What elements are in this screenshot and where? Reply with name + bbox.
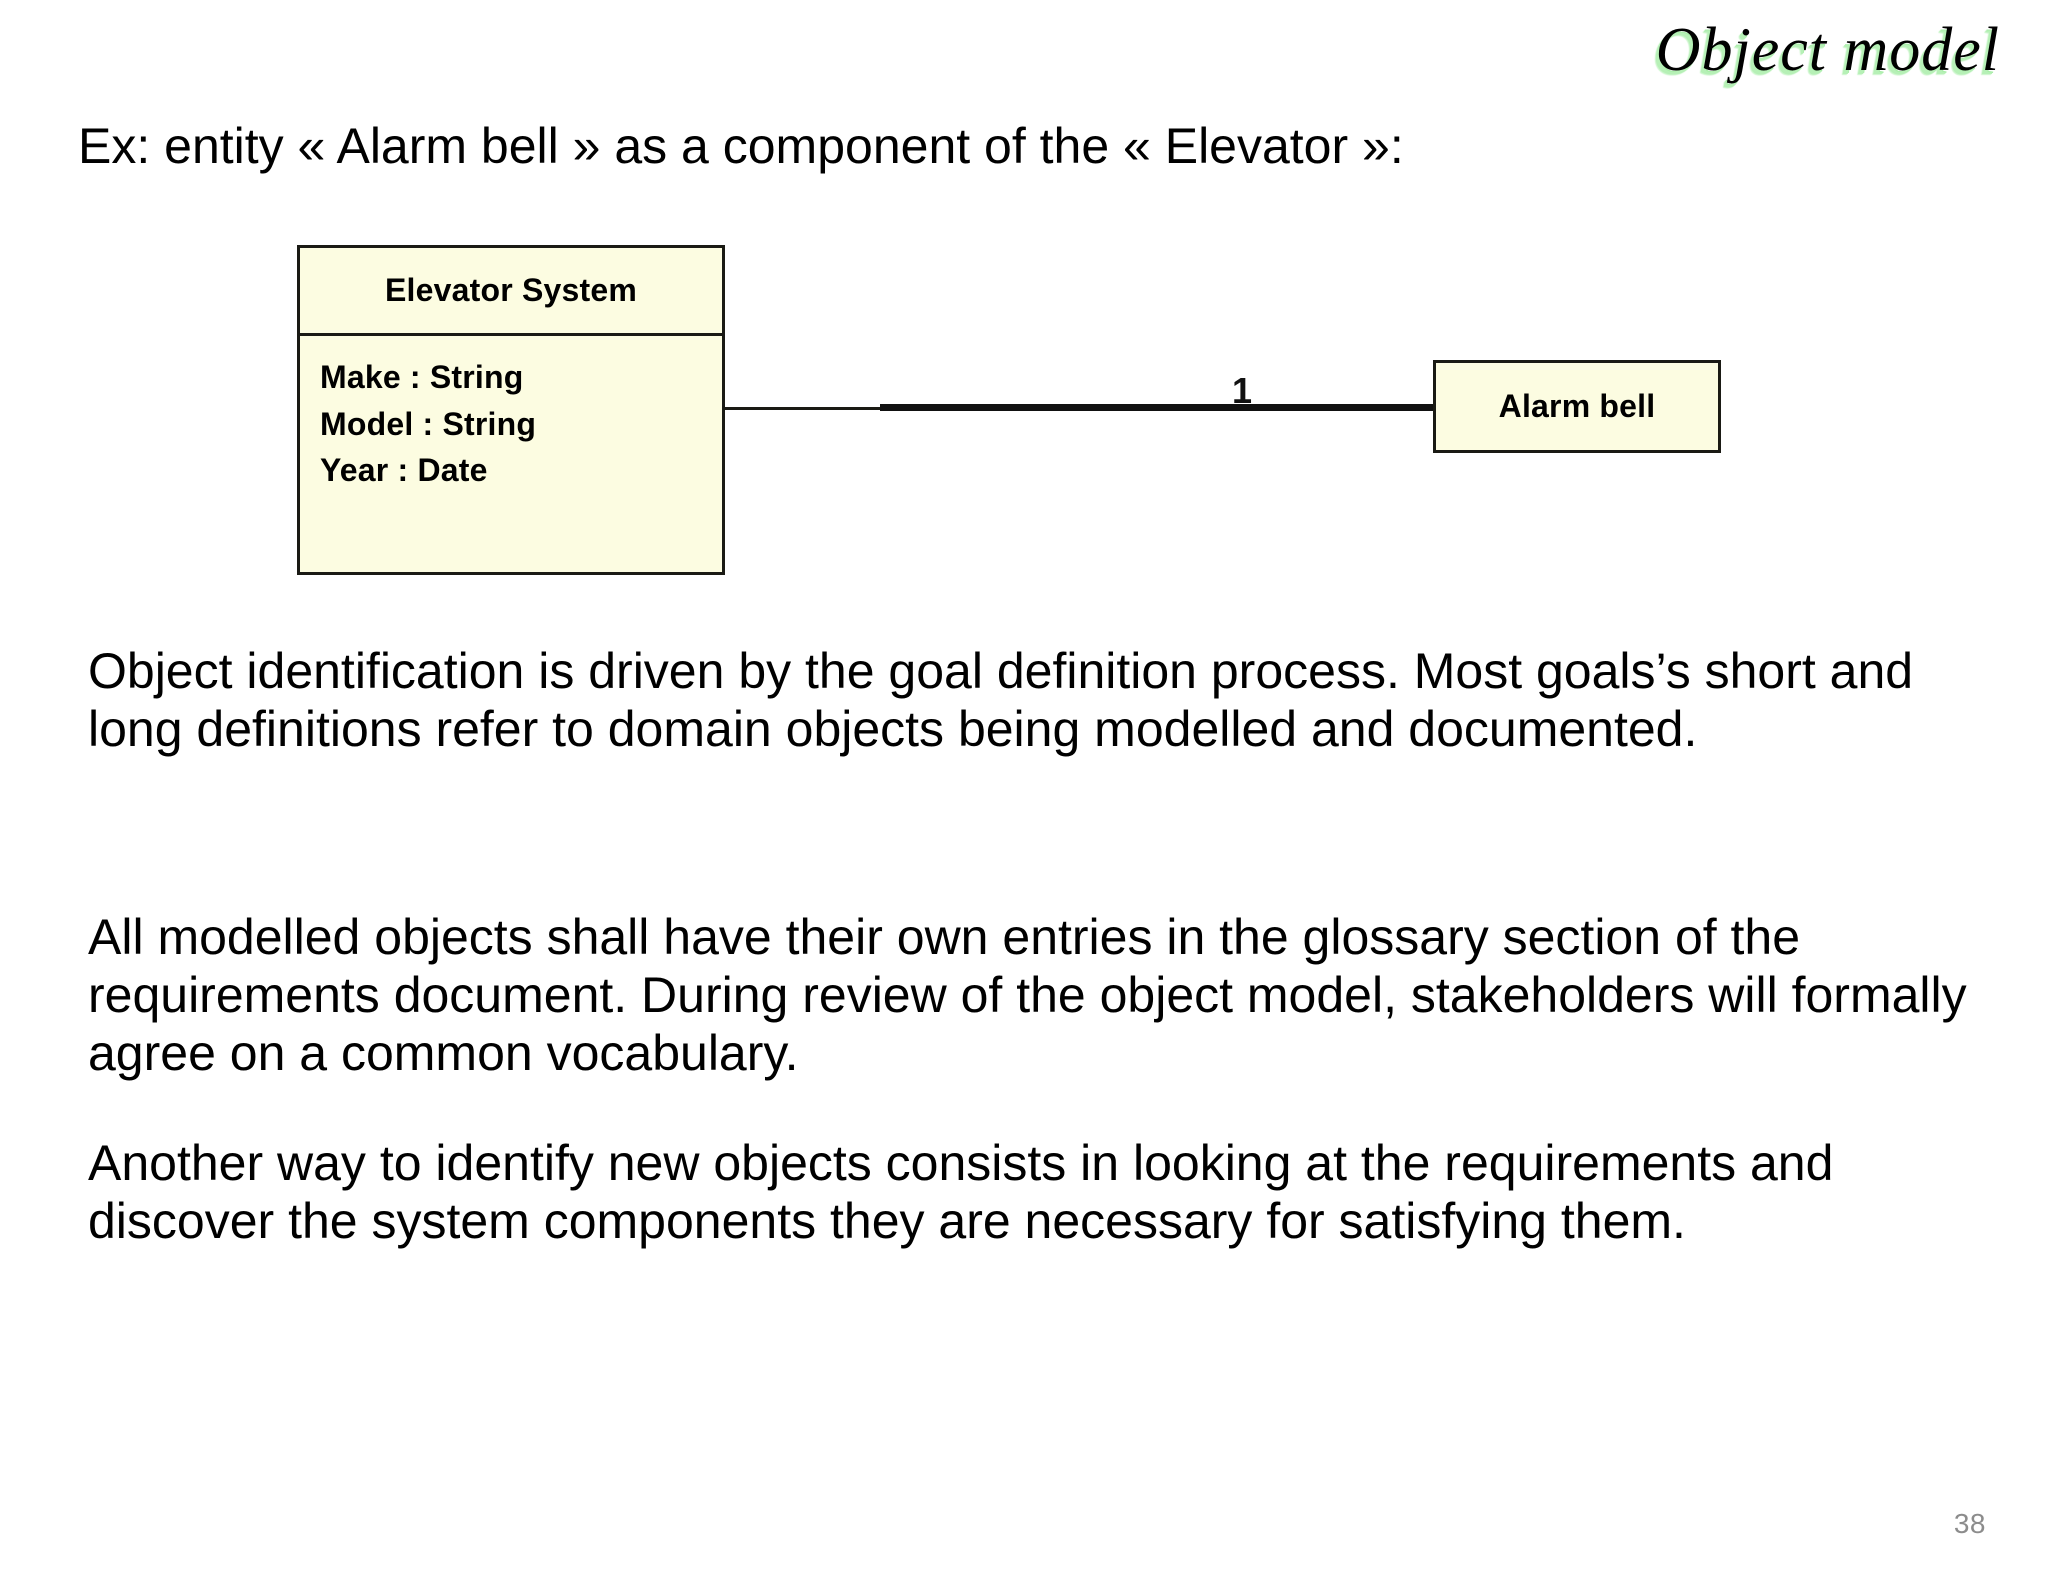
uml-class-elevator-system: Elevator System Make : String Model : St… (297, 245, 725, 575)
uml-attribute-year: Year : Date (320, 452, 488, 489)
uml-class-name-elevator-system: Elevator System (300, 248, 722, 336)
association-line-segment-left (725, 407, 885, 410)
intro-line: Ex: entity « Alarm bell » as a component… (78, 118, 1404, 174)
body-paragraph-1: Object identification is driven by the g… (88, 643, 1914, 757)
body-paragraph-2: All modelled objects shall have their ow… (88, 909, 1967, 1081)
slide-title: Object model (1655, 16, 2000, 84)
association-multiplicity-label: 1 (1232, 370, 1253, 411)
page-number: 38 (1953, 1508, 1986, 1539)
uml-class-name-alarm-bell: Alarm bell (1498, 388, 1656, 424)
body-paragraph-3: Another way to identify new objects cons… (88, 1135, 1834, 1249)
uml-attribute-compartment: Make : String Model : String Year : Date (300, 336, 722, 494)
uml-class-alarm-bell: Alarm bell (1433, 360, 1721, 453)
association-line-segment-right (880, 404, 1435, 411)
uml-class-diagram: Elevator System Make : String Model : St… (0, 0, 2048, 620)
uml-attribute-model: Model : String (320, 405, 537, 442)
uml-attribute-make: Make : String (320, 359, 524, 395)
